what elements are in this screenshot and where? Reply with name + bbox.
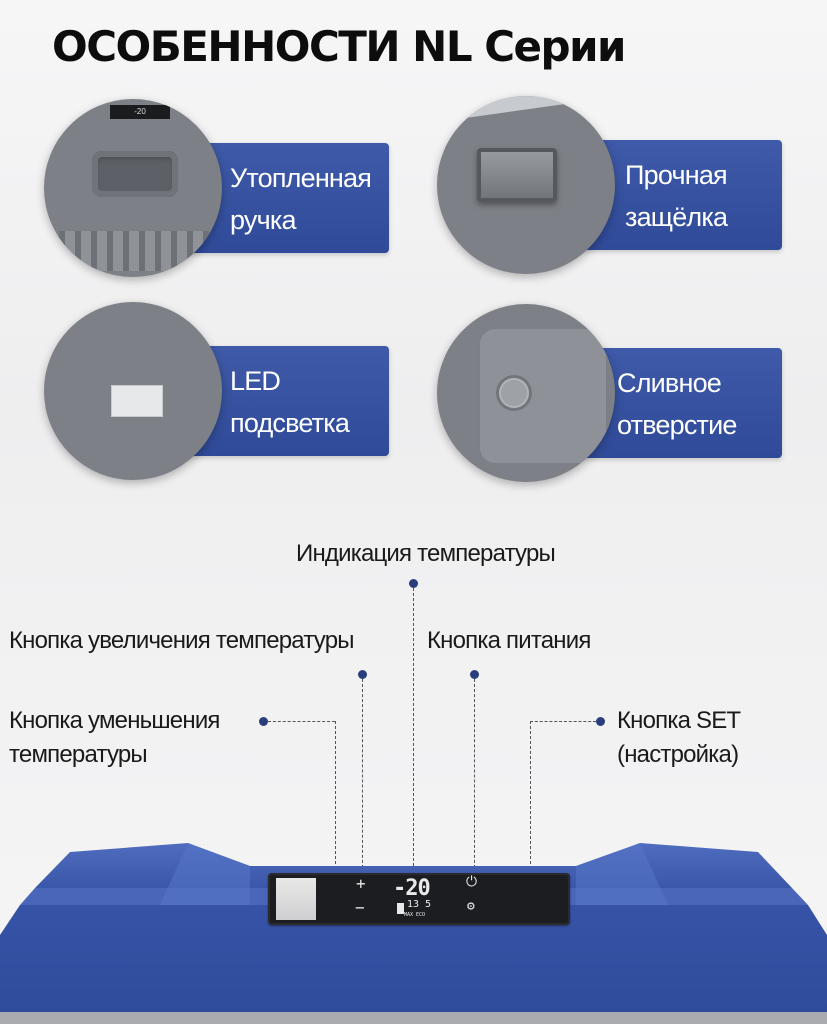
temp-up-button[interactable]: + — [356, 874, 366, 893]
feature-card-drain: Сливное отверстие — [437, 304, 782, 484]
led-lens-icon — [112, 386, 162, 416]
handle-photo: -20 — [44, 99, 222, 277]
callout-line — [530, 721, 596, 722]
vent-grille-icon — [59, 231, 209, 271]
label-temp-down: Кнопка уменьшения температуры — [9, 707, 220, 768]
label-temp-up: Кнопка увеличения температуры — [9, 627, 355, 654]
drain-plug-icon — [499, 378, 529, 408]
panel-logo-icon — [276, 878, 316, 920]
feature-label-line: ручка — [230, 205, 297, 235]
callout-line — [413, 588, 414, 881]
led-photo — [44, 302, 222, 480]
callout-dot — [259, 717, 268, 726]
label-temp-indicator: Индикация температуры — [296, 540, 556, 567]
feature-card-latch: Прочная защёлка — [437, 96, 782, 276]
mode-indicator: MAX ECO — [404, 912, 426, 918]
label-power: Кнопка питания — [427, 627, 591, 654]
drain-photo — [437, 304, 615, 482]
drain-plate-shape — [477, 326, 609, 466]
callout-dot — [358, 670, 367, 679]
callout-line — [474, 679, 475, 878]
callout-dot — [409, 579, 418, 588]
power-button[interactable]: ⏻ — [466, 874, 478, 890]
feature-label: Прочная защёлка — [625, 154, 795, 238]
set-button[interactable]: ⚙ — [467, 899, 475, 914]
callout-line — [362, 679, 363, 878]
callout-line — [268, 721, 335, 722]
feature-label: Утопленная ручка — [230, 157, 400, 241]
control-panel — [268, 873, 570, 925]
latch-clip-icon — [477, 148, 557, 202]
temp-down-button[interactable]: − — [355, 898, 365, 917]
feature-card-led: LED подсветка — [44, 302, 389, 482]
callout-dot — [596, 717, 605, 726]
feature-label-line: подсветка — [230, 408, 350, 438]
recessed-handle-icon — [92, 151, 178, 197]
feature-label-line: отверстие — [617, 410, 737, 440]
feature-card-handle: -20 Утопленная ручка — [44, 99, 389, 279]
callout-line — [530, 721, 531, 909]
callout-dot — [470, 670, 479, 679]
callout-line — [335, 721, 336, 909]
handle-photo-display: -20 — [110, 105, 170, 119]
feature-label-line: Утопленная — [230, 163, 372, 193]
feature-label: LED подсветка — [230, 360, 400, 444]
feature-label-line: Прочная — [625, 160, 728, 190]
secondary-readout: 13 5 — [407, 899, 432, 910]
battery-icon — [397, 903, 404, 914]
feature-label-line: защёлка — [625, 202, 728, 232]
feature-label-line: LED — [230, 366, 281, 396]
label-set: Кнопка SET (настройка) — [617, 707, 741, 768]
feature-label: Сливное отверстие — [617, 362, 787, 446]
page-title: ОСОБЕННОСТИ NL Серии — [52, 22, 626, 71]
latch-photo — [437, 96, 615, 274]
temp-readout: -20 — [393, 876, 431, 901]
feature-label-line: Сливное — [617, 368, 722, 398]
